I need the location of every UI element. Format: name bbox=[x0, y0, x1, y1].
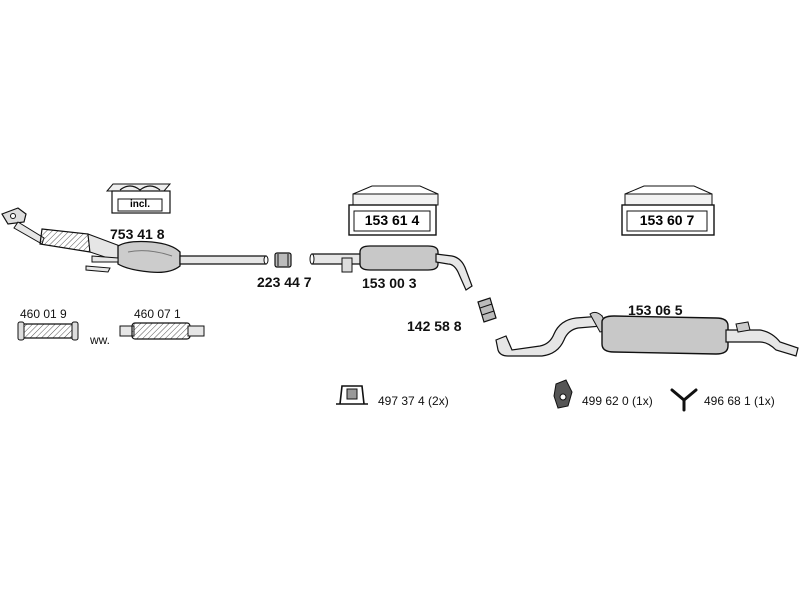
front-pipe-catalyst-icon bbox=[1, 207, 269, 274]
label-ww: ww. bbox=[90, 333, 111, 347]
label-153065: 153 06 5 bbox=[628, 302, 683, 318]
kit-box-icon-153607 bbox=[621, 185, 715, 236]
kit-box-icon-153614 bbox=[348, 185, 439, 236]
label-460019: 460 01 9 bbox=[20, 307, 67, 321]
label-153614: 153 61 4 bbox=[364, 212, 420, 228]
rubber-mount-icon bbox=[553, 379, 573, 409]
label-223447: 223 44 7 bbox=[257, 274, 312, 290]
label-153607: 153 60 7 bbox=[639, 212, 695, 228]
connector-icon bbox=[477, 297, 497, 323]
bracket-icon bbox=[336, 385, 368, 405]
label-153003: 153 00 3 bbox=[362, 275, 417, 291]
label-460071: 460 07 1 bbox=[134, 307, 181, 321]
incl-label: incl. bbox=[129, 199, 150, 210]
flex-pipe-icon-460071 bbox=[119, 322, 205, 340]
kit-box-icon-incl bbox=[105, 183, 172, 214]
label-142588: 142 58 8 bbox=[407, 318, 462, 334]
flex-pipe-icon-460019 bbox=[17, 321, 79, 341]
label-496681: 496 68 1 (1x) bbox=[704, 394, 775, 408]
middle-silencer-icon bbox=[309, 245, 473, 291]
clamp-icon bbox=[274, 252, 292, 268]
label-499620: 499 62 0 (1x) bbox=[582, 394, 653, 408]
label-753418: 753 41 8 bbox=[110, 226, 165, 242]
label-497374: 497 37 4 (2x) bbox=[378, 394, 449, 408]
rear-silencer-icon bbox=[495, 311, 799, 357]
y-hanger-icon bbox=[670, 388, 698, 412]
